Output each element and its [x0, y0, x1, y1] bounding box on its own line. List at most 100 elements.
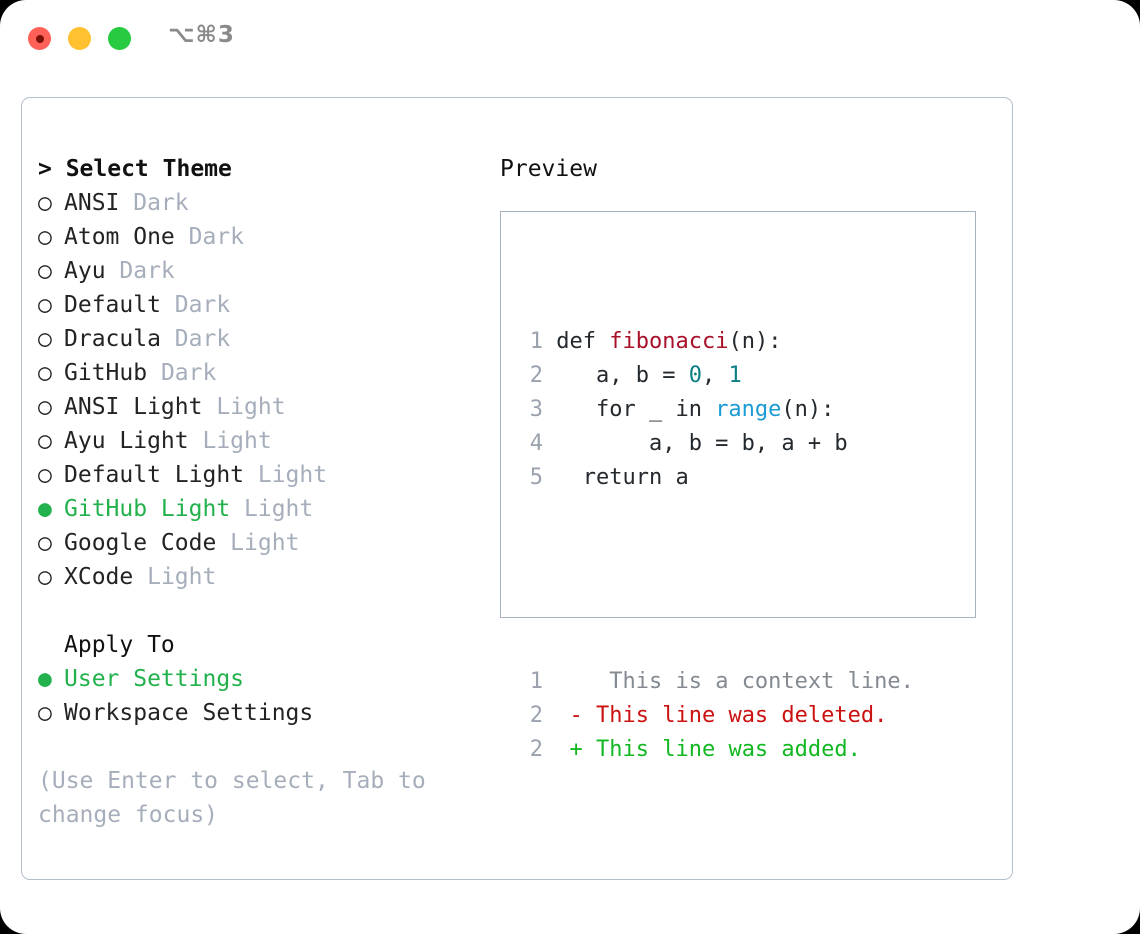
- theme-option-label: Atom One: [64, 224, 175, 250]
- code-token-plain: def: [543, 329, 610, 354]
- title-bar: ⌥⌘3: [0, 0, 1140, 78]
- theme-option-ansi[interactable]: ○ ANSI Dark: [38, 186, 478, 220]
- code-token-func: fibonacci: [609, 329, 729, 354]
- code-line-number: 3: [529, 397, 543, 422]
- theme-option-tag: Light: [244, 462, 328, 488]
- close-button[interactable]: [28, 27, 51, 50]
- apply-to-heading: Apply To: [64, 632, 175, 658]
- radio-selected-icon: ●: [38, 496, 52, 522]
- code-line-number: 4: [529, 431, 543, 456]
- code-line-number: 2: [529, 363, 543, 388]
- theme-option-tag: Dark: [119, 190, 189, 216]
- theme-option-github-light[interactable]: ● GitHub Light Light: [38, 492, 478, 526]
- code-line-number: 5: [529, 465, 543, 490]
- diff-text: This is a context line.: [582, 669, 914, 694]
- code-token-num: 1: [728, 363, 742, 388]
- code-token-plain: (n):: [728, 329, 782, 354]
- theme-option-label: Ayu: [64, 258, 106, 284]
- code-token-num: 0: [688, 363, 702, 388]
- diff-text: This line was deleted.: [582, 703, 888, 728]
- code-line: 2 a, b = 0, 1: [519, 359, 914, 393]
- theme-option-label: Google Code: [64, 530, 217, 556]
- apply-to-option-user-settings[interactable]: ●User Settings: [38, 662, 478, 696]
- apply-to-option-workspace-settings[interactable]: ○ Workspace Settings: [38, 696, 478, 730]
- code-line-number: 1: [529, 329, 543, 354]
- theme-option-label: GitHub Light: [64, 496, 231, 522]
- list-spacer: [38, 594, 478, 628]
- radio-unselected-icon: ○: [38, 530, 52, 556]
- code-line: 4 a, b = b, a + b: [519, 427, 914, 461]
- theme-option-label: GitHub: [64, 360, 148, 386]
- theme-option-ayu[interactable]: ○ Ayu Dark: [38, 254, 478, 288]
- diff-sign: -: [543, 703, 583, 728]
- select-theme-heading: > Select Theme: [38, 156, 232, 182]
- theme-option-tag: Dark: [147, 360, 217, 386]
- diff-line-add: 2 + This line was added.: [519, 733, 914, 767]
- code-token-plain: for _ in: [543, 397, 716, 422]
- theme-option-label: XCode: [64, 564, 134, 590]
- theme-list[interactable]: ○ANSI Dark○Atom One Dark○Ayu Dark○Defaul…: [38, 186, 478, 594]
- theme-option-tag: Light: [216, 530, 300, 556]
- code-line: 5 return a: [519, 461, 914, 495]
- theme-option-google-code[interactable]: ○ Google Code Light: [38, 526, 478, 560]
- radio-unselected-icon: ○: [38, 258, 52, 284]
- theme-option-github[interactable]: ○GitHub Dark: [38, 356, 478, 390]
- theme-option-tag: Dark: [174, 224, 245, 250]
- code-token-plain: return a: [543, 465, 689, 490]
- radio-unselected-icon: ○: [38, 190, 52, 216]
- radio-unselected-icon: ○: [38, 394, 52, 420]
- apply-to-list[interactable]: ●User Settings ○ Workspace Settings: [38, 662, 478, 730]
- diff-sign: [543, 669, 583, 694]
- main-panel: > Select Theme ○ANSI Dark○Atom One Dark○…: [21, 97, 1013, 880]
- diff-line-ctx: 1 This is a context line.: [519, 665, 914, 699]
- theme-option-tag: Light: [202, 394, 286, 420]
- radio-unselected-icon: ○: [38, 292, 52, 318]
- theme-option-tag: Dark: [160, 326, 231, 352]
- theme-option-ansi-light[interactable]: ○ ANSI Light Light: [38, 390, 478, 424]
- theme-option-label: ANSI: [64, 190, 120, 216]
- theme-option-label: Ayu Light: [64, 428, 189, 454]
- radio-unselected-icon: ○: [38, 700, 52, 726]
- theme-option-label: ANSI Light: [64, 394, 203, 420]
- radio-unselected-icon: ○: [38, 224, 52, 250]
- apply-to-option-label: Workspace Settings: [64, 700, 314, 726]
- code-token-plain: a, b = b, a + b: [543, 431, 848, 456]
- diff-sign: +: [543, 737, 583, 762]
- diff-lines: 1 This is a context line.2 - This line w…: [519, 665, 914, 767]
- minimize-button[interactable]: [68, 27, 91, 50]
- keyboard-hint-text: (Use Enter to select, Tab to change focu…: [38, 768, 426, 828]
- radio-selected-icon: ●: [38, 666, 52, 692]
- diff-line-del: 2 - This line was deleted.: [519, 699, 914, 733]
- theme-option-xcode[interactable]: ○XCode Light: [38, 560, 478, 594]
- theme-option-tag: Dark: [105, 258, 175, 284]
- theme-option-tag: Light: [230, 496, 314, 522]
- diff-text: This line was added.: [582, 737, 861, 762]
- preview-heading: Preview: [500, 156, 597, 182]
- code-token-plain: (n):: [781, 397, 835, 422]
- code-token-plain: ,: [701, 363, 729, 388]
- theme-option-label: Default: [64, 292, 161, 318]
- code-diff-gap: [519, 563, 914, 597]
- code-line: 1 def fibonacci(n):: [519, 325, 914, 359]
- diff-line-number: 2: [529, 737, 543, 762]
- theme-option-tag: Light: [133, 564, 217, 590]
- theme-option-tag: Dark: [160, 292, 231, 318]
- maximize-button[interactable]: [108, 27, 131, 50]
- preview-column: Preview 1 def fibonacci(n):2 a, b = 0, 1…: [500, 152, 990, 762]
- theme-option-dracula[interactable]: ○Dracula Dark: [38, 322, 478, 356]
- theme-option-default-light[interactable]: ○Default Light Light: [38, 458, 478, 492]
- theme-option-atom-one[interactable]: ○ Atom One Dark: [38, 220, 478, 254]
- code-token-builtin: range: [715, 397, 782, 422]
- record-dot-icon: [35, 34, 44, 43]
- theme-option-default[interactable]: ○ Default Dark: [38, 288, 478, 322]
- radio-unselected-icon: ○: [38, 428, 52, 454]
- theme-option-ayu-light[interactable]: ○Ayu Light Light: [38, 424, 478, 458]
- diff-line-number: 2: [529, 703, 543, 728]
- theme-option-label: Default Light: [64, 462, 245, 488]
- diff-line-number: 1: [529, 669, 543, 694]
- radio-unselected-icon: ○: [38, 326, 52, 352]
